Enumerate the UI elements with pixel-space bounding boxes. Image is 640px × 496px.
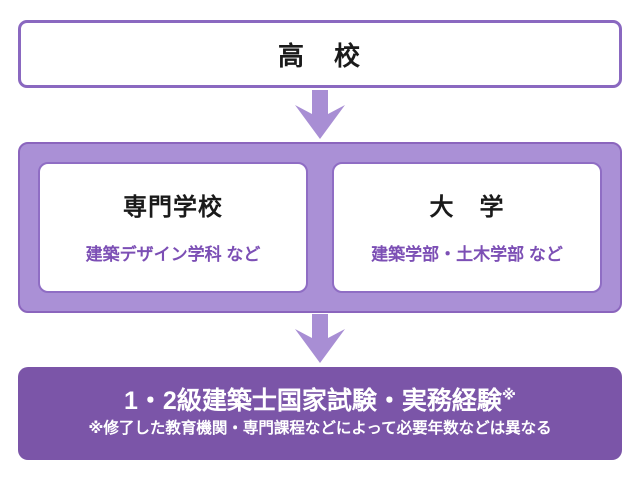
vocational-school-title: 専門学校 xyxy=(123,193,223,221)
exam-title-text: 1・2級建築士国家試験・実務経験 xyxy=(124,387,502,416)
exam-title-note-mark: ※ xyxy=(501,388,516,405)
vocational-school-card: 専門学校 建築デザイン学科 など xyxy=(38,162,308,293)
education-options-container: 専門学校 建築デザイン学科 など 大 学 建築学部・土木学部 など xyxy=(18,142,622,313)
down-arrow-icon xyxy=(295,90,345,139)
university-title: 大 学 xyxy=(429,193,505,221)
vocational-school-subtitle: 建築デザイン学科 など xyxy=(85,244,261,264)
highschool-label: 高 校 xyxy=(277,40,362,71)
exam-note: ※修了した教育機関・専門課程などによって必要年数などは異なる xyxy=(88,419,552,437)
university-card: 大 学 建築学部・土木学部 など xyxy=(332,162,602,293)
exam-title: 1・2級建築士国家試験・実務経験※ xyxy=(124,388,516,416)
national-exam-box: 1・2級建築士国家試験・実務経験※ ※修了した教育機関・専門課程などによって必要… xyxy=(18,367,622,460)
down-arrow-icon xyxy=(295,314,345,363)
university-subtitle: 建築学部・土木学部 など xyxy=(371,244,563,264)
highschool-box: 高 校 xyxy=(18,20,622,88)
